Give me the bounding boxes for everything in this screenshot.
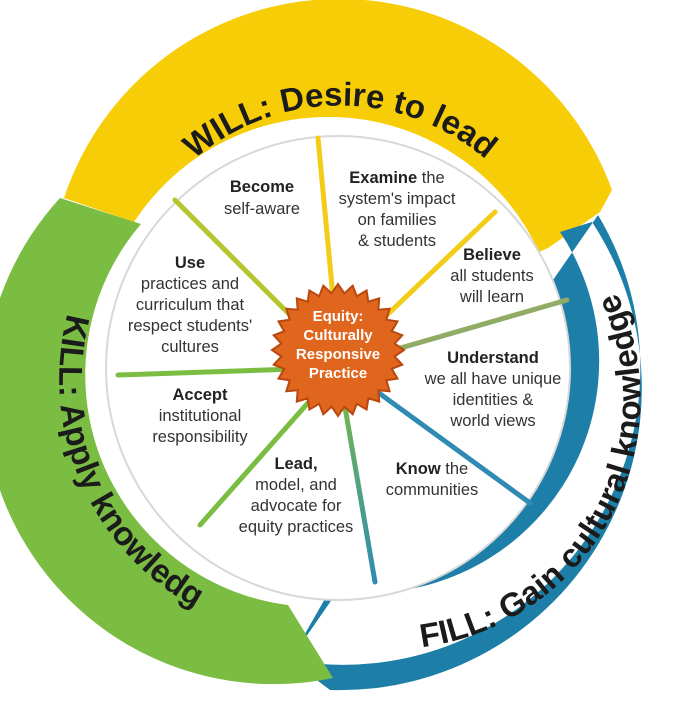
lead-line-2: advocate for — [251, 497, 342, 515]
segment-believe: Believe all students will learn — [450, 246, 533, 306]
spoke-bottom — [337, 375, 378, 585]
segment-accept: Accept institutional responsibility — [152, 386, 248, 446]
use-line-4: cultures — [161, 338, 219, 356]
understand-line-1: we all have unique — [424, 370, 562, 388]
know-bold: Know — [396, 460, 441, 478]
lead-line-3: equity practices — [239, 518, 354, 536]
believe-line-1: all students — [450, 267, 533, 285]
lead-line-1: model, and — [255, 476, 337, 494]
examine-line-1: system's impact — [339, 190, 456, 208]
segment-understand: Understand we all have unique identities… — [424, 349, 562, 430]
use-bold: Use — [175, 254, 205, 272]
use-line-2: curriculum that — [136, 296, 245, 314]
use-line-3: respect students' — [128, 317, 252, 335]
segment-lead: Lead, model, and advocate for equity pra… — [239, 455, 354, 536]
will-arc — [64, 0, 612, 252]
center-line-1: Equity: — [313, 308, 364, 325]
examine-line-2: on families — [358, 211, 437, 229]
believe-line-2: will learn — [459, 288, 524, 306]
examine-bold-tail: the — [417, 169, 445, 187]
segment-examine: Examine the system's impact on families … — [339, 169, 456, 250]
spoke-right-lower — [347, 369, 533, 506]
know-heading: Know the — [396, 460, 468, 478]
know-bold-tail: the — [441, 460, 469, 478]
segment-become: Become self-aware — [224, 178, 300, 218]
examine-line-3: & students — [358, 232, 436, 250]
center-line-2: Culturally — [303, 327, 373, 344]
skill-arc — [0, 198, 333, 685]
understand-line-3: world views — [449, 412, 535, 430]
become-bold: Become — [230, 178, 294, 196]
lead-bold: Lead, — [274, 455, 317, 473]
accept-line-1: institutional — [159, 407, 242, 425]
center-starburst — [270, 282, 406, 418]
examine-bold: Examine — [349, 169, 417, 187]
believe-bold: Believe — [463, 246, 521, 264]
understand-line-2: identities & — [453, 391, 534, 409]
center-line-3: Responsive — [296, 346, 380, 363]
segment-use: Use practices and curriculum that respec… — [128, 254, 252, 356]
understand-bold: Understand — [447, 349, 539, 367]
accept-bold: Accept — [172, 386, 228, 404]
use-line-1: practices and — [141, 275, 239, 293]
become-line-1: self-aware — [224, 200, 300, 218]
center-label: Equity: Culturally Responsive Practice — [296, 308, 380, 382]
accept-line-2: responsibility — [152, 428, 248, 446]
segment-know: Know the communities — [386, 460, 479, 499]
examine-heading: Examine the — [349, 169, 444, 187]
know-line-1: communities — [386, 481, 479, 499]
center-line-4: Practice — [309, 365, 367, 382]
